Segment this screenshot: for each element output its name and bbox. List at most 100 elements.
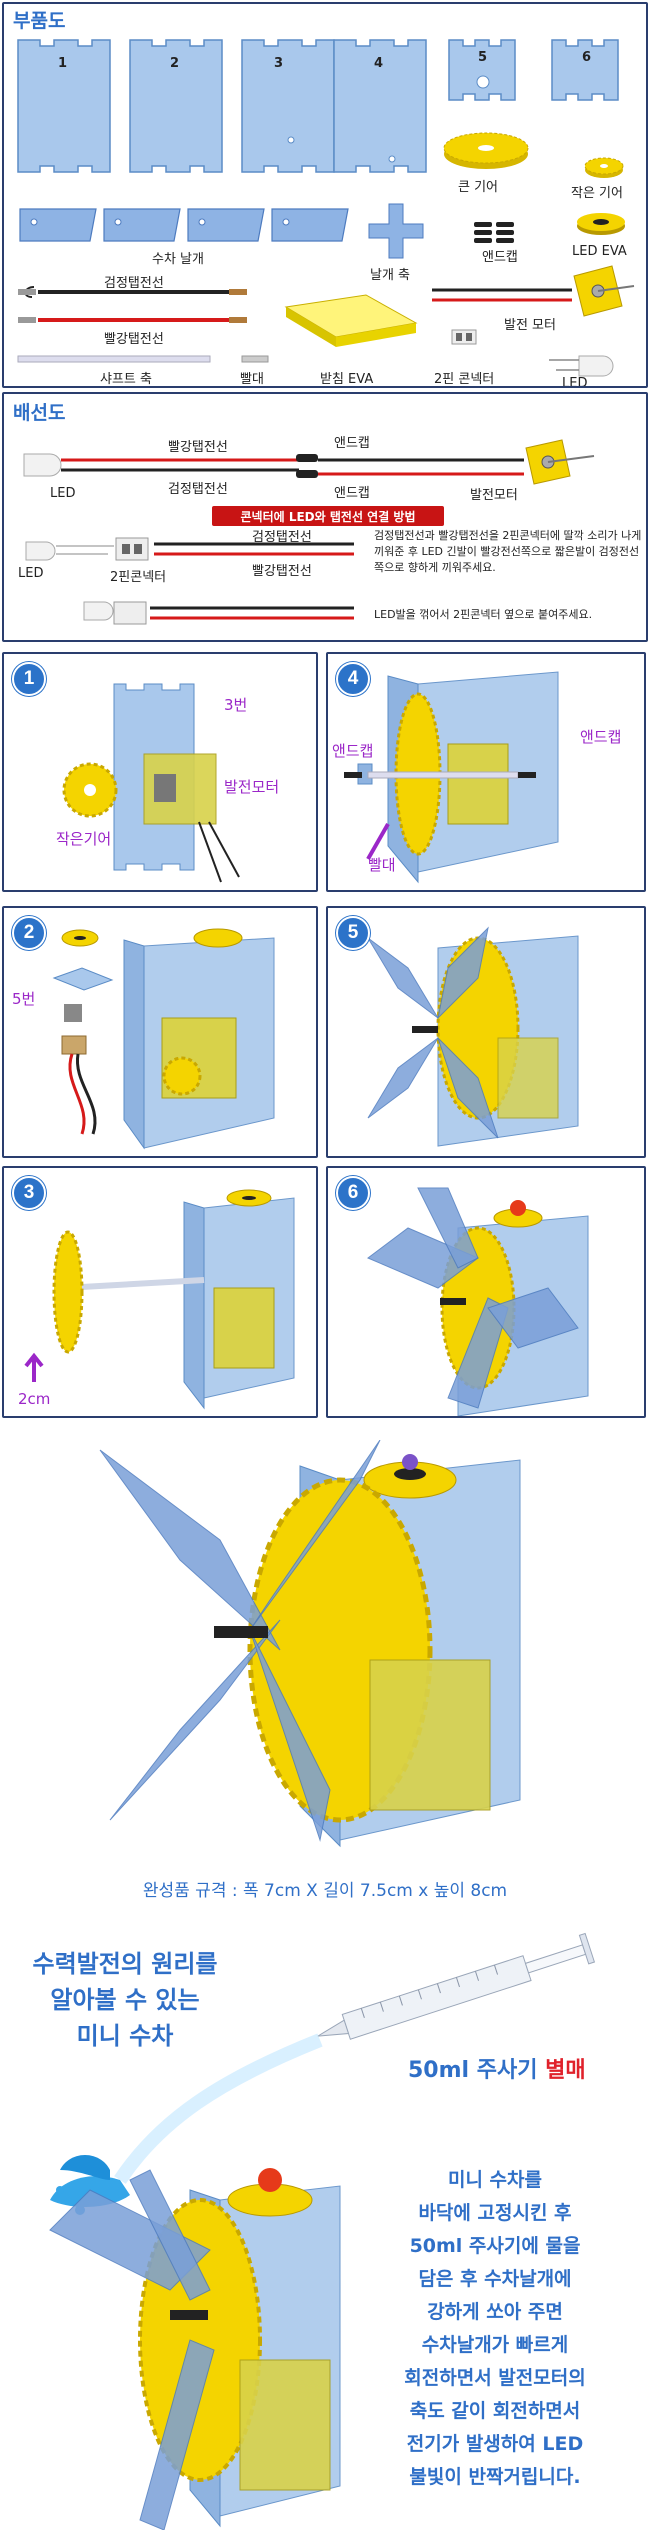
generator-motor-label: 발전 모터: [504, 318, 556, 333]
plates-illustration: [17, 39, 635, 377]
syringe-label: 50ml 주사기: [408, 2058, 538, 2083]
end-cap-label: 앤드캡: [482, 250, 518, 265]
big-gear-icon: [443, 132, 529, 169]
support-eva-label: 받침 EVA: [320, 372, 374, 387]
step-2-plate-label: 5번: [12, 990, 36, 1008]
wiring-connector-label: 2핀콘넥터: [110, 570, 167, 585]
step-3-distance-label: 2cm: [18, 1390, 51, 1408]
step-5-number: 5: [336, 916, 370, 950]
shaft-label: 샤프트 축: [100, 372, 152, 387]
desc-line-3: 50ml 주사기에 물을: [409, 2235, 581, 2257]
wiring-end-cap-bottom: 앤드캡: [334, 486, 370, 501]
plate-5: [448, 39, 516, 101]
plate-1: [17, 39, 111, 173]
final-product-illustration: [99, 1440, 521, 1848]
step-6-panel: 6: [326, 1166, 646, 1418]
syringe-illustration: [317, 1932, 596, 2040]
step-1-motor-label: 발전모터: [224, 778, 280, 796]
plate-4: [333, 39, 427, 173]
syringe-caption: 50ml 주사기 별매: [408, 2052, 586, 2084]
wiring-led2-label: LED: [18, 566, 44, 581]
step-1-panel: 1 3번 발전모터 작은기어: [2, 652, 318, 892]
plate-4-number: 4: [374, 56, 384, 71]
wiring-title: 배선도: [13, 402, 66, 424]
step-4-number: 4: [336, 662, 370, 696]
black-wire-label: 검정탭전선: [104, 276, 164, 291]
end-cap-icon: [474, 222, 514, 243]
desc-line-6: 수차날개가 빠르게: [421, 2334, 569, 2356]
step-1-plate-label: 3번: [224, 696, 248, 714]
final-product-running-illustration: [49, 2168, 341, 2530]
headline-line-2: 알아볼 수 있는: [50, 1986, 200, 2014]
black-wire-icon: [18, 286, 247, 298]
wiring-panel: 배선도 LED 빨강탭전선 검정탭전선 앤드캡 앤드캡 발전모터 콘넥터에 LE…: [2, 392, 648, 642]
desc-line-4: 담은 후 수차날개에: [418, 2268, 572, 2290]
red-wire-icon: [18, 317, 247, 323]
blade-shaft-label: 날개 축: [370, 268, 411, 283]
wiring-black-wire2-label: 검정탭전선: [252, 530, 312, 545]
headline-line-1: 수력발전의 원리를: [32, 1950, 218, 1978]
step-1-illustration: [62, 683, 240, 883]
wiring-end-cap-top: 앤드캡: [334, 436, 370, 451]
step-3-panel: 3 2cm: [2, 1166, 318, 1418]
headline-line-3: 미니 수차: [76, 2022, 174, 2050]
desc-line-10: 불빛이 반짝거립니다.: [409, 2466, 581, 2488]
step-3-illustration: [24, 1189, 295, 1410]
wiring-banner: 콘넥터에 LED와 탭전선 연결 방법: [212, 506, 444, 526]
red-wire-label: 빨강탭전선: [104, 332, 164, 347]
straw-icon: [241, 355, 269, 363]
sold-separately-label: 별매: [545, 2058, 586, 2083]
parts-title: 부품도: [13, 10, 66, 32]
straw-label: 빨대: [240, 372, 264, 387]
plate-6-number: 6: [582, 50, 592, 65]
step-2-illustration: [52, 928, 275, 1150]
led-eva-icon: [577, 213, 625, 235]
connector-label: 2핀 콘넥터: [434, 372, 495, 387]
plate-3-number: 3: [274, 56, 284, 71]
step-4-panel: 4 앤드캡 앤드캡 빨대: [326, 652, 646, 892]
support-eva-icon: [284, 294, 418, 347]
waterwheel-blade-label: 수차 날개: [152, 252, 204, 267]
small-gear-icon: [584, 157, 624, 178]
wiring-red-wire-label: 빨강탭전선: [168, 440, 228, 455]
wiring-black-wire-label: 검정탭전선: [168, 482, 228, 497]
step-6-number: 6: [336, 1176, 370, 1210]
blade-shaft-icon: [368, 203, 424, 259]
desc-line-7: 회전하면서 발전모터의: [404, 2367, 586, 2389]
wiring-note: LED발을 꺾어서 2핀콘넥터 옆으로 붙여주세요.: [374, 608, 593, 621]
step-1-number: 1: [12, 662, 46, 696]
desc-line-5: 강하게 쏘아 주면: [427, 2301, 563, 2323]
step-5-illustration: [367, 926, 579, 1147]
generator-motor-icon: [432, 265, 635, 317]
desc-line-9: 전기가 발생하여 LED: [406, 2433, 584, 2455]
plate-2-number: 2: [170, 56, 180, 71]
step-5-panel: 5: [326, 906, 646, 1158]
step-2-number: 2: [12, 916, 46, 950]
wiring-red-wire2-label: 빨강탭전선: [252, 564, 312, 579]
wiring-led-label: LED: [50, 486, 76, 501]
waterwheel-blade-icon: [19, 208, 349, 242]
step-1-small-gear-label: 작은기어: [56, 830, 112, 848]
plate-1-number: 1: [58, 56, 68, 71]
plate-5-number: 5: [478, 50, 488, 65]
step-4-illustration: [344, 671, 559, 884]
wiring-diagram: [23, 439, 595, 625]
step-3-number: 3: [12, 1176, 46, 1210]
final-spec: 완성품 규격 : 폭 7cm X 길이 7.5cm x 높이 8cm: [142, 1881, 508, 1901]
parts-panel: 부품도: [2, 2, 648, 388]
connector-icon: [451, 329, 477, 345]
desc-line-2: 바닥에 고정시킨 후: [418, 2202, 572, 2224]
led-eva-label: LED EVA: [572, 244, 627, 259]
plate-3: [241, 39, 335, 173]
step-4-straw-label: 빨대: [368, 856, 396, 874]
step-6-illustration: [367, 1187, 589, 1416]
final-headline: 수력발전의 원리를 알아볼 수 있는 미니 수차: [20, 1946, 230, 2054]
shaft-icon: [17, 355, 211, 363]
led-icon: [549, 355, 614, 377]
wiring-motor-label: 발전모터: [470, 488, 518, 503]
plate-6: [551, 39, 619, 101]
wiring-instruction: 검정탭전선과 빨강탭전선을 2핀콘넥터에 딸깍 소리가 나게 끼워준 후 LED…: [374, 529, 642, 574]
led-label: LED: [562, 376, 588, 388]
small-gear-label: 작은 기어: [571, 186, 623, 201]
final-description: 미니 수차를 바닥에 고정시킨 후 50ml 주사기에 물을 담은 후 수차날개…: [350, 2164, 640, 2494]
